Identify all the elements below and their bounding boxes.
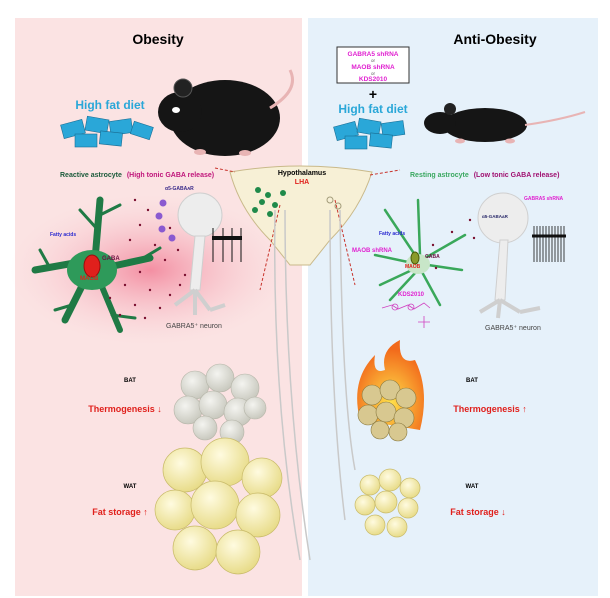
treatment-gabra5-shrna: GABRA5 shRNA xyxy=(348,51,399,58)
mitochondria-maob xyxy=(83,254,101,278)
bat-label-right: BAT xyxy=(466,378,478,384)
resting-astrocytes-cluster xyxy=(326,196,342,210)
bat-tissue-left xyxy=(173,363,267,445)
wat-label-left: WAT xyxy=(124,484,137,490)
hypothalamus-section xyxy=(229,165,373,266)
maob-shrna-text: MAOB shRNA xyxy=(352,248,393,254)
reactive-astrocyte-name: Reactive astrocyte xyxy=(60,172,122,179)
thermogenesis-up-label: Thermogenesis ↑ xyxy=(453,404,527,414)
gaba-label-right: GABA xyxy=(425,254,440,260)
left-neuron-label: GABRA5⁺ neuron xyxy=(166,323,222,330)
plus-sign: + xyxy=(369,86,377,102)
resting-astrocyte xyxy=(373,198,467,307)
low-firing-spikes-icon xyxy=(212,228,242,262)
wat-tissue-left xyxy=(154,437,283,575)
fatty-acids-label-right: Fatty acids xyxy=(379,231,405,237)
treatment-box xyxy=(336,46,410,84)
high-tonic-gaba-note: (High tonic GABA release) xyxy=(127,172,214,179)
kds2010-structure-icon xyxy=(381,302,431,328)
resting-astrocyte-name: Resting astrocyte xyxy=(410,172,469,179)
reactive-astrocytes-cluster xyxy=(252,187,286,217)
high-fat-food-icon-right xyxy=(333,117,406,150)
high-fat-diet-label: High fat diet xyxy=(75,98,144,112)
fat-storage-down-label: Fat storage ↓ xyxy=(450,507,506,517)
maob-label-right: MAOB xyxy=(405,264,421,270)
left-neuron xyxy=(173,192,226,315)
lha-label: LHA xyxy=(295,179,309,186)
maob-label: MAOB xyxy=(80,276,99,282)
resting-astrocyte-label: Resting astrocyte (Low tonic GABA releas… xyxy=(410,172,559,179)
wat-tissue-right xyxy=(354,468,421,538)
treatment-or-1: or xyxy=(371,58,376,63)
high-fat-diet-label-right: High fat diet xyxy=(338,102,407,116)
lean-mouse-icon xyxy=(424,103,586,144)
fatty-acids-label: Fatty acids xyxy=(50,232,76,238)
right-neuron-label: GABRA5⁺ neuron xyxy=(485,325,541,332)
right-neuron xyxy=(477,192,541,319)
hypothalamus-label: Hypothalamus xyxy=(278,170,326,177)
kds2010-label: KDS2010 xyxy=(398,292,425,298)
low-tonic-gaba-note: (Low tonic GABA release) xyxy=(474,172,560,179)
high-fat-food-icon xyxy=(60,115,154,148)
reactive-astrocyte-label: Reactive astrocyte (High tonic GABA rele… xyxy=(60,172,214,179)
fat-storage-up-label: Fat storage ↑ xyxy=(92,507,148,517)
neural-projections xyxy=(273,209,356,561)
maob-shrna-label: MAOB shRNA xyxy=(352,248,393,254)
treatment-or-2: or xyxy=(371,71,376,76)
treatment-maob-shrna: MAOB shRNA xyxy=(351,64,395,71)
wat-label-right: WAT xyxy=(466,484,479,490)
receptor-label-right: α5-GABAᴀR xyxy=(482,214,509,219)
gaba-dots-right xyxy=(431,218,476,270)
resting-mitochondria xyxy=(410,251,420,265)
receptor-label: α5-GABAᴀR xyxy=(165,186,194,192)
gaba-label: GABA xyxy=(102,256,120,262)
bat-tissue-right xyxy=(357,379,417,442)
gabra5-shrna-label: GABRA5 shRNA xyxy=(524,196,564,202)
obesity-title: Obesity xyxy=(132,31,184,47)
high-firing-spikes-icon xyxy=(532,226,566,262)
treatment-kds2010: KDS2010 xyxy=(359,76,388,83)
zoom-lines xyxy=(214,167,401,291)
alpha5-receptors xyxy=(155,199,176,242)
bat-label-left: BAT xyxy=(124,378,136,384)
thermogenesis-down-label: Thermogenesis ↓ xyxy=(88,404,162,414)
obese-mouse-icon xyxy=(158,69,294,156)
anti-obesity-title: Anti-Obesity xyxy=(453,31,536,47)
